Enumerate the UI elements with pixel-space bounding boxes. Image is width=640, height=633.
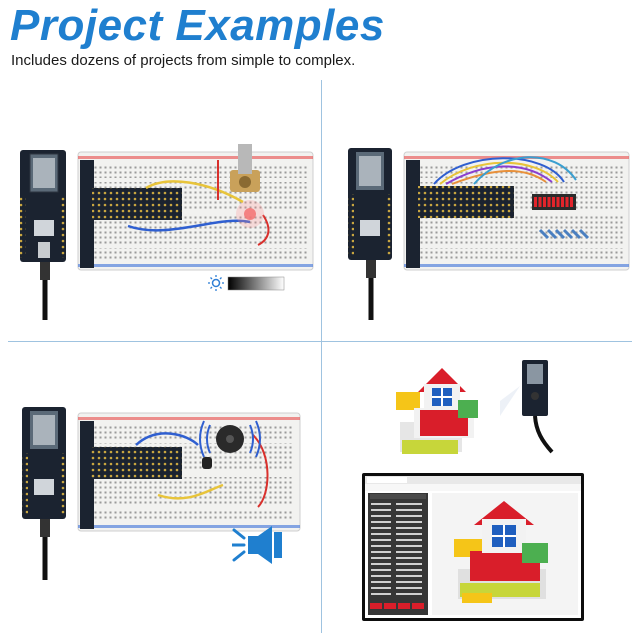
lego-house: [392, 352, 502, 462]
transistor: [202, 457, 212, 469]
gpio-extension-board: [406, 160, 514, 268]
wires: [433, 156, 577, 185]
potentiometer: [230, 144, 260, 192]
sun-icon: [208, 275, 224, 291]
gpio-extension-board: [80, 421, 182, 529]
monitor: [362, 473, 584, 621]
led-bar-graph: [532, 194, 576, 210]
horizontal-divider: [8, 341, 632, 342]
panel-buzzer: [18, 395, 308, 585]
wires: [135, 432, 269, 508]
esp32-board: [22, 407, 66, 519]
page-subtitle: Includes dozens of projects from simple …: [11, 52, 356, 69]
settings-panel: [368, 493, 428, 615]
camera-stream-image: [432, 493, 578, 615]
panel-potentiometer-led: [18, 130, 318, 325]
wires: [127, 160, 270, 246]
panel-led-bar-graph: [344, 130, 634, 325]
esp32-board: [348, 148, 392, 260]
speaker-icon: [232, 522, 284, 568]
usb-cable: [366, 260, 376, 320]
esp32-board: [20, 150, 66, 262]
usb-cable: [40, 262, 50, 320]
camera-module: [500, 356, 560, 456]
usb-cable: [40, 519, 50, 580]
browser-tab-bar: [365, 476, 581, 484]
led: [236, 200, 264, 228]
vertical-divider: [321, 80, 322, 633]
browser-address-bar: [365, 484, 581, 491]
resistors: [538, 228, 590, 240]
page-title: Project Examples: [10, 1, 385, 50]
buzzer: [199, 420, 261, 458]
gpio-extension-board: [80, 160, 182, 268]
light-gradient-icon: [208, 274, 286, 292]
